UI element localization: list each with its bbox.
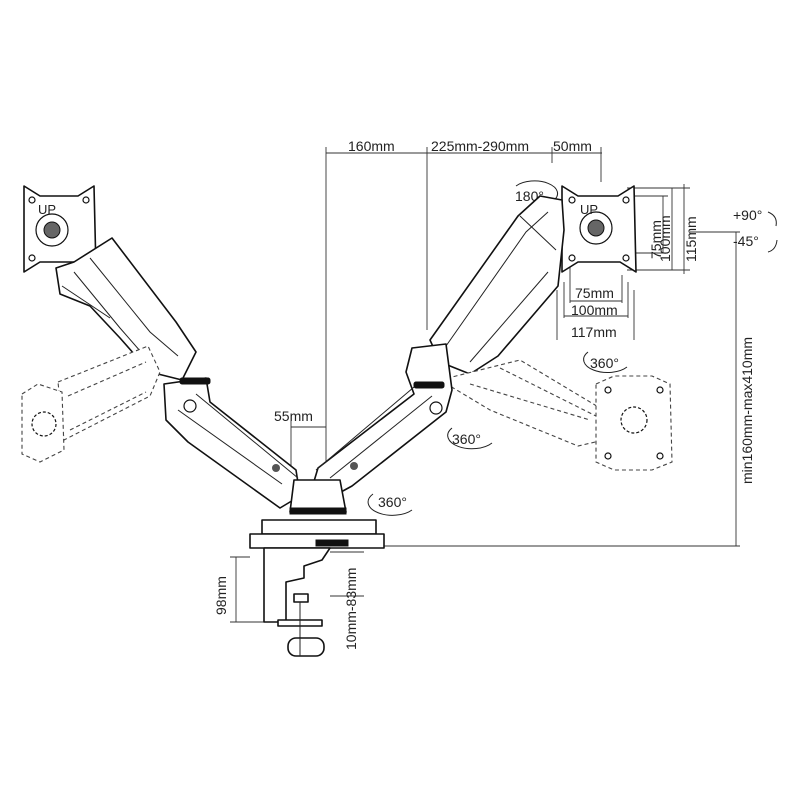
right-upper-arm [429,195,565,375]
dim-50mm: 50mm [553,138,592,154]
desk-base [249,533,385,549]
dim-55mm: 55mm [274,408,313,424]
desk-clamp [263,547,331,657]
vesa-w-100: 100mm [571,302,618,318]
left-lowered-arm-ghost [21,345,161,463]
right-vesa-plate: UP [561,185,637,273]
dim-height-range: min160mm-max410mm [739,337,755,484]
vesa-h-115: 115mm [683,216,699,262]
dimension-labels: 160mm 225mm-290mm 50mm 55mm min160mm-max… [213,138,755,650]
vesa-h-100: 100mm [657,215,673,262]
right-forearm [311,343,453,499]
vesa-w-75: 75mm [575,285,614,301]
tilt-down-label: -45° [733,233,759,249]
rotate-360-base-icon: 360° [367,493,413,516]
center-pole [261,479,377,535]
rotate-360-elbow-icon: 360° [447,427,493,450]
rotate-360-base-label: 360° [378,494,407,510]
rotate-360-plate-icon: 360° [583,351,628,374]
dimension-lines [230,147,740,623]
dim-10-83mm: 10mm-83mm [343,568,359,650]
vesa-w-117: 117mm [571,324,617,340]
tilt-indicator: +90° -45° [733,207,778,253]
right-lowered-arm-ghost [438,359,673,471]
left-plate-up-label: UP [38,202,56,217]
vesa-dimensions: 75mm 100mm 115mm 75mm 100mm 117mm [556,184,699,340]
tilt-arrow-icon [767,211,777,227]
dim-98mm: 98mm [213,576,229,615]
rotate-360-plate-label: 360° [590,355,619,371]
vesa-h-75: 75mm [648,220,664,259]
left-forearm [163,377,301,509]
dim-225-290mm: 225mm-290mm [431,138,529,154]
left-vesa-plate: UP [23,185,97,273]
dim-160mm: 160mm [348,138,395,154]
rotate-360-elbow-label: 360° [452,431,481,447]
tilt-up-label: +90° [733,207,762,223]
right-plate-up-label: UP [580,202,598,217]
rotation-labels: 180° 360° 360° 360° [367,180,628,516]
